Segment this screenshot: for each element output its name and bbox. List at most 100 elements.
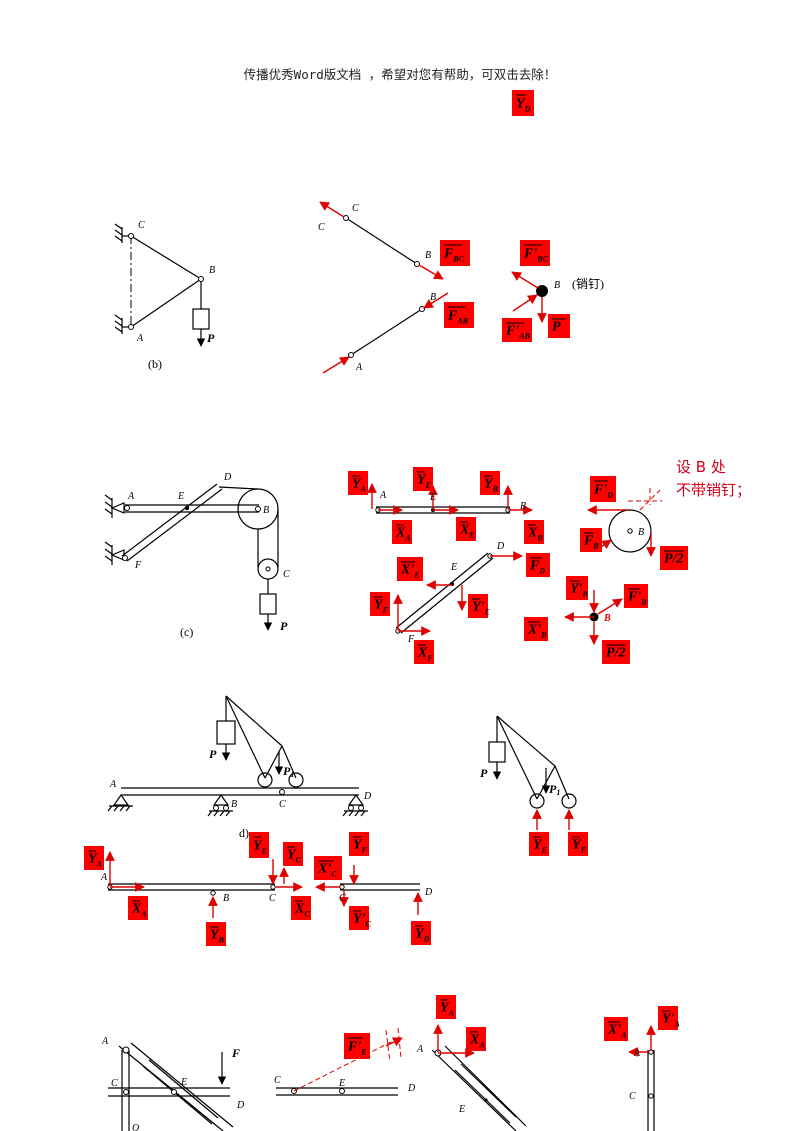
force-box-xa-c: XA <box>392 520 412 544</box>
force-box-text: Y'B <box>570 581 588 598</box>
force-box-text: Y'A <box>662 1011 680 1028</box>
label-c2-D: D <box>496 541 505 552</box>
label-d2-D: D <box>424 887 433 898</box>
force-box-text: YE <box>253 839 267 856</box>
force-box-yf-d2: YF <box>568 832 588 856</box>
force-box-text: YB <box>210 927 225 944</box>
figure-d: A B C D P P1 d) A B C C D <box>100 695 577 918</box>
caption-c: (c) <box>180 625 193 639</box>
force-box-yd-d: YD <box>411 921 431 945</box>
label-e3-E: E <box>458 1104 465 1115</box>
force-box-text: XC <box>294 901 310 918</box>
label-e2-D: D <box>407 1083 416 1094</box>
force-box-ye-d: YE <box>249 832 269 858</box>
force-box-text: Y'C <box>353 911 371 928</box>
force-box-text: YC <box>287 847 302 864</box>
force-box-text: YE <box>417 472 431 489</box>
force-box-fd-c: FD <box>526 553 550 577</box>
force-box-ya-c: YA <box>348 471 368 495</box>
force-box-ya-d: YA <box>84 846 104 870</box>
force-box-text: P/2 <box>606 645 625 660</box>
force-box-p-b: P <box>548 314 570 338</box>
force-box-text: P <box>552 319 561 334</box>
label-e-A: A <box>101 1036 109 1047</box>
label-b2-C: C <box>352 203 359 214</box>
force-box-yf-c: YF <box>370 592 390 616</box>
force-box-phalf-1: P/2 <box>660 546 688 570</box>
caption-pin: (销钉) <box>572 277 604 291</box>
label-c2-Bcirc: B <box>638 527 644 538</box>
force-box-text: YD <box>516 97 531 114</box>
figure-e: A C E D O F C E D A E A <box>101 1024 656 1131</box>
label-e4-C: C <box>629 1091 636 1102</box>
force-box-text: XA <box>395 525 411 542</box>
label-d3-P: P <box>480 766 488 780</box>
label-d-C: C <box>279 799 286 810</box>
label-c2-B: B <box>520 501 526 512</box>
force-box-text: X'B <box>527 622 547 639</box>
label-c-C: C <box>283 569 290 580</box>
force-box-yb-c: YB <box>480 471 500 495</box>
label-b2-C2: C <box>318 222 325 233</box>
force-box-yd-top: YD <box>512 90 534 116</box>
label-e-F: F <box>231 1046 240 1060</box>
force-box-text: F'B <box>627 589 647 606</box>
label-c-E: E <box>177 491 184 502</box>
label-d-A: A <box>109 779 117 790</box>
label-e2-C: C <box>274 1075 281 1086</box>
force-box-text: YD <box>415 926 430 943</box>
label-b2-B: B <box>425 250 431 261</box>
label-c2-F: F <box>407 634 415 645</box>
label-b-A: A <box>136 333 144 344</box>
force-box-phalf-2: P/2 <box>602 640 630 664</box>
label-c-D: D <box>223 472 232 483</box>
label-c2-A: A <box>379 490 387 501</box>
label-b-B: B <box>209 265 215 276</box>
figure-c: A E D B C F P (c) A E B D E F <box>104 472 662 645</box>
force-box-xa-e: XA <box>466 1027 486 1051</box>
force-box-text: YF <box>572 837 587 854</box>
force-box-text: YB <box>484 476 499 493</box>
force-box-text: FD <box>529 558 545 575</box>
force-box-xf-c: XF <box>414 640 434 664</box>
force-box-yf-d: YF <box>349 832 369 856</box>
force-box-xe-c: XE <box>456 517 476 541</box>
force-box-text: XF <box>417 645 433 662</box>
force-box-xa-d: XA <box>128 896 148 920</box>
force-box-yc-p-d: Y'C <box>349 906 371 930</box>
force-box-fe-e: F'E <box>344 1033 370 1059</box>
label-d-P: P <box>209 747 217 761</box>
force-box-ya-e: YA <box>436 995 456 1019</box>
force-box-text: XE <box>459 522 475 539</box>
force-box-text: XB <box>527 525 543 542</box>
label-e-O: O <box>132 1123 139 1131</box>
label-c2-E: E <box>429 492 436 503</box>
force-box-text: FAB <box>447 309 469 326</box>
annotation-line-1: 设 B 处 <box>676 458 726 476</box>
force-box-text: YF <box>353 837 368 854</box>
force-box-text: YA <box>440 1000 455 1017</box>
force-box-fb-c: FB <box>580 528 602 552</box>
label-b-P: P <box>207 331 215 345</box>
label-d2-C: C <box>269 893 276 904</box>
force-box-fab-p: F'AB <box>502 318 532 342</box>
label-d2-B: B <box>223 893 229 904</box>
force-box-text: YE <box>533 837 547 854</box>
label-d2-A: A <box>100 872 108 883</box>
force-box-text: F'AB <box>505 323 531 340</box>
label-c2-Bpin: B <box>603 613 611 624</box>
label-e-E: E <box>180 1077 187 1088</box>
label-e-D: D <box>236 1100 245 1111</box>
force-box-xa-p-e: X'A <box>604 1017 628 1041</box>
label-b-C: C <box>138 220 145 231</box>
force-box-yb-p-c: Y'B <box>566 576 588 600</box>
force-box-fab: FAB <box>444 302 474 328</box>
figure-b: C B A P (b) C C B B A B (销钉) <box>114 201 604 374</box>
force-box-text: XA <box>131 901 147 918</box>
force-box-fb-p-c: F'B <box>624 584 648 608</box>
force-box-xb-p-c: X'B <box>524 617 548 641</box>
force-box-text: X'E <box>400 562 420 579</box>
label-c-B: B <box>263 505 269 516</box>
force-box-xe-p-c: X'E <box>397 557 423 581</box>
